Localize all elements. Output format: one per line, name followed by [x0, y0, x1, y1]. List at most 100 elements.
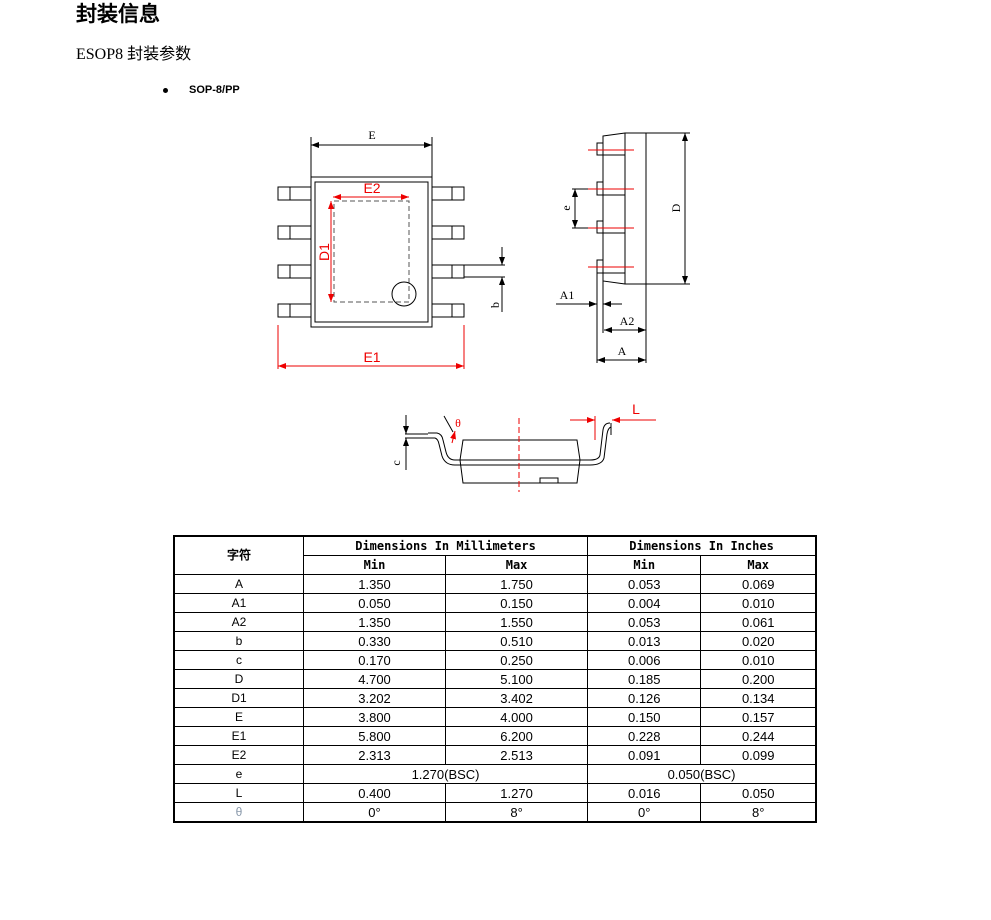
- in-min: 0.091: [587, 745, 702, 765]
- symbol: θ: [173, 802, 304, 823]
- in-min-header: Min: [587, 555, 702, 575]
- in-min: 0.053: [587, 574, 702, 594]
- in-min: 0.150: [587, 707, 702, 727]
- label-A: A: [618, 344, 627, 358]
- mm-min: 5.800: [302, 726, 447, 746]
- table-row: L 0.400 1.270 0.016 0.050: [173, 783, 817, 803]
- label-A2: A2: [620, 314, 635, 328]
- in-max: 0.069: [700, 574, 817, 594]
- inch-header: Dimensions In Inches: [587, 535, 817, 556]
- front-view: [403, 415, 612, 484]
- symbol: E1: [173, 726, 304, 746]
- in-max: 0.244: [700, 726, 817, 746]
- label-D1: D1: [316, 243, 332, 261]
- label-theta: θ: [455, 416, 461, 430]
- mm-max: 1.750: [445, 574, 589, 594]
- mm-min: 0.170: [302, 650, 447, 670]
- in-max: 0.010: [700, 650, 817, 670]
- symbol: E: [173, 707, 304, 727]
- mm-min: 4.700: [302, 669, 447, 689]
- in-min: 0.013: [587, 631, 702, 651]
- mm-header: Dimensions In Millimeters: [302, 535, 589, 556]
- symbol: D1: [173, 688, 304, 708]
- symbol-header: 字符: [173, 535, 304, 575]
- mm-max: 8°: [445, 802, 589, 823]
- mm-min: 2.313: [302, 745, 447, 765]
- dimensions-table: 字符 Dimensions In Millimeters Dimensions …: [173, 535, 817, 823]
- mm-min: 3.202: [302, 688, 447, 708]
- table-subheader-row: Min Max Min Max: [174, 555, 817, 575]
- mm-max: 0.250: [445, 650, 589, 670]
- label-L: L: [632, 401, 640, 417]
- in-max: 0.200: [700, 669, 817, 689]
- label-b: b: [488, 302, 502, 308]
- package-bullet: SOP-8/PP: [163, 84, 240, 96]
- in-max-header: Max: [700, 555, 817, 575]
- top-view: [277, 137, 505, 328]
- mm-max: 3.402: [445, 688, 589, 708]
- in-min: 0.126: [587, 688, 702, 708]
- table-row: θ 0° 8° 0° 8°: [173, 802, 817, 823]
- symbol: e: [173, 764, 304, 784]
- in-max: 0.010: [700, 593, 817, 613]
- symbol: A1: [173, 593, 304, 613]
- in-max: 0.020: [700, 631, 817, 651]
- in-min: 0°: [587, 802, 702, 823]
- package-drawing: E E2 D1 E1 b D e A1 A2 A c θ L: [277, 128, 690, 492]
- mm-max: 6.200: [445, 726, 589, 746]
- symbol: A2: [173, 612, 304, 632]
- mm-max: 1.270: [445, 783, 589, 803]
- package-name: SOP-8/PP: [189, 84, 240, 96]
- top-view-red-dims: [277, 194, 465, 369]
- in-min: 0.006: [587, 650, 702, 670]
- symbol: D: [173, 669, 304, 689]
- in-max: 0.157: [700, 707, 817, 727]
- symbol: b: [173, 631, 304, 651]
- in-max: 0.134: [700, 688, 817, 708]
- mm-max: 2.513: [445, 745, 589, 765]
- table-row: e 1.270(BSC) 0.050(BSC): [173, 764, 817, 784]
- label-E2: E2: [363, 180, 380, 196]
- inch-value: 0.050(BSC): [587, 764, 817, 784]
- label-D: D: [669, 203, 683, 212]
- mm-min-header: Min: [302, 555, 447, 575]
- mm-value: 1.270(BSC): [302, 764, 589, 784]
- label-c: c: [389, 460, 403, 465]
- mm-max: 4.000: [445, 707, 589, 727]
- mm-max: 5.100: [445, 669, 589, 689]
- in-max: 0.061: [700, 612, 817, 632]
- mm-min: 1.350: [302, 574, 447, 594]
- label-A1: A1: [560, 288, 575, 302]
- mm-max: 0.150: [445, 593, 589, 613]
- label-E: E: [368, 128, 375, 142]
- mm-min: 3.800: [302, 707, 447, 727]
- mm-max: 1.550: [445, 612, 589, 632]
- symbol: L: [173, 783, 304, 803]
- symbol: E2: [173, 745, 304, 765]
- mm-min: 1.350: [302, 612, 447, 632]
- mm-max: 0.510: [445, 631, 589, 651]
- side-view: [556, 132, 690, 363]
- mm-max-header: Max: [445, 555, 589, 575]
- subtitle: ESOP8 封装参数: [76, 46, 192, 63]
- symbol: c: [173, 650, 304, 670]
- in-max: 8°: [700, 802, 817, 823]
- section-title: 封装信息: [76, 2, 160, 26]
- bullet-icon: [163, 87, 168, 93]
- mm-min: 0.050: [302, 593, 447, 613]
- label-e: e: [559, 205, 573, 210]
- in-min: 0.228: [587, 726, 702, 746]
- label-E1: E1: [363, 349, 380, 365]
- in-max: 0.099: [700, 745, 817, 765]
- in-min: 0.185: [587, 669, 702, 689]
- in-min: 0.016: [587, 783, 702, 803]
- in-max: 0.050: [700, 783, 817, 803]
